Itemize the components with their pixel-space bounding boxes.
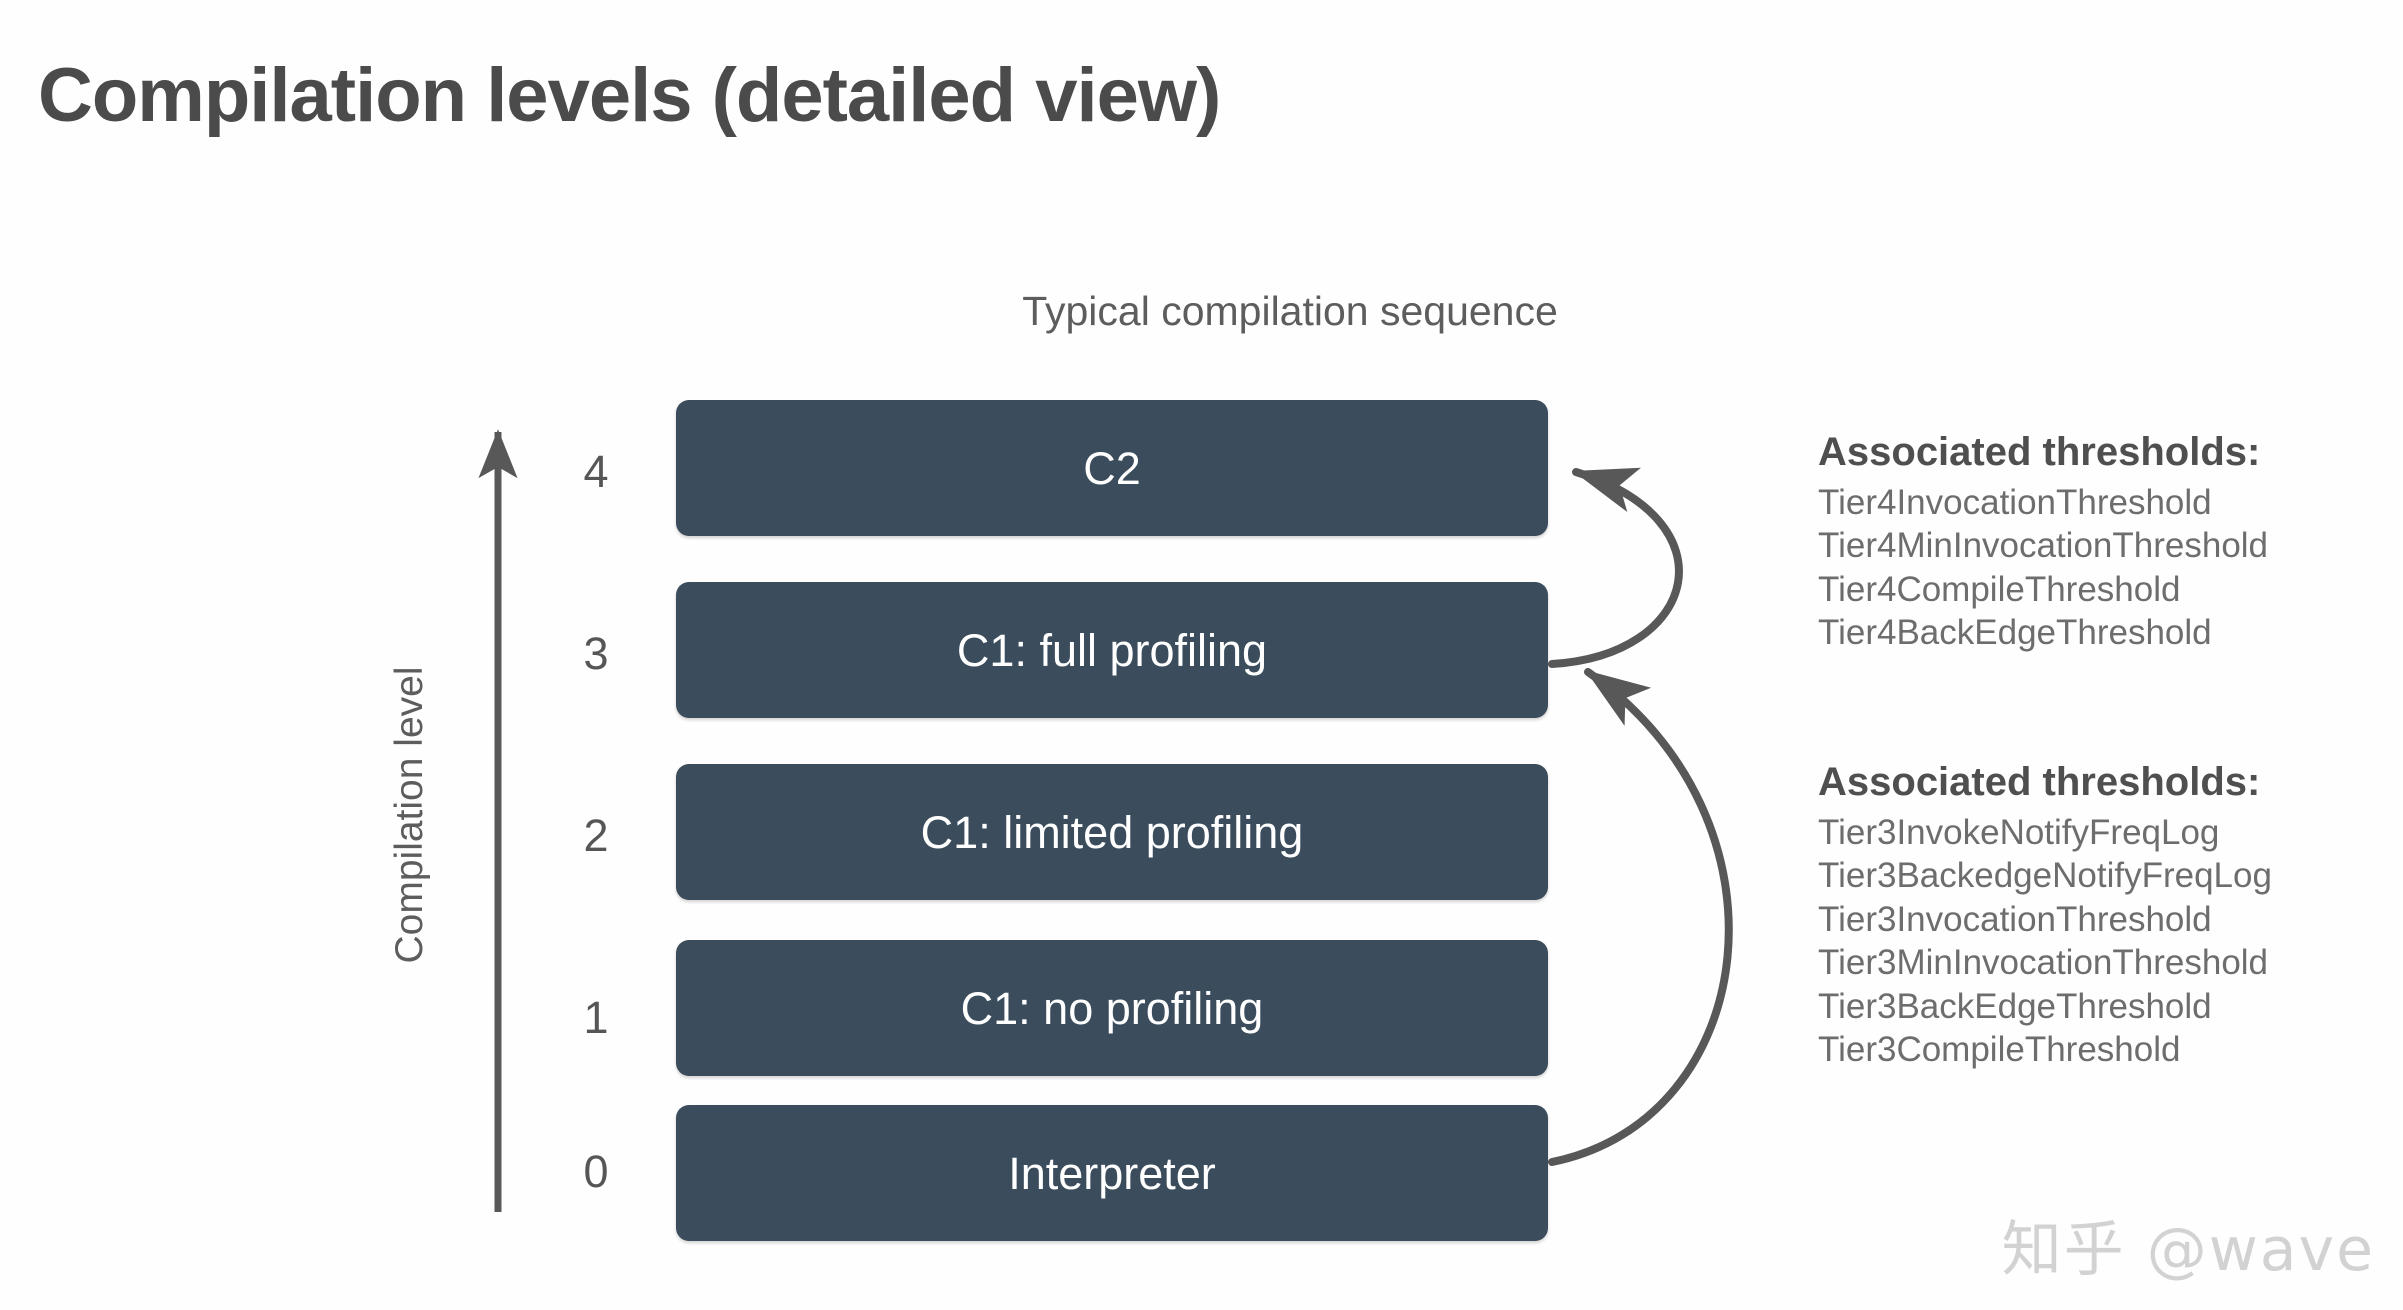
axis-label: Compilation level bbox=[388, 666, 431, 964]
arrow-level3-to-level4 bbox=[1548, 467, 1683, 668]
level-box-c1-no-profiling[interactable]: C1: no profiling bbox=[676, 940, 1548, 1076]
threshold-item: Tier3MinInvocationThreshold bbox=[1818, 943, 2269, 983]
level-box-c1-limited-profiling[interactable]: C1: limited profiling bbox=[676, 764, 1548, 900]
threshold-item: Tier4InvocationThreshold bbox=[1818, 483, 2212, 522]
threshold-item: Tier4MinInvocationThreshold bbox=[1818, 526, 2269, 566]
threshold-heading: Associated thresholds: bbox=[1818, 760, 2261, 804]
level-box-c1-full-profiling[interactable]: C1: full profiling bbox=[676, 582, 1548, 718]
threshold-item: Tier3CompileThreshold bbox=[1818, 1029, 2181, 1069]
level-number-1: 1 bbox=[583, 992, 609, 1043]
level-number-2: 2 bbox=[583, 810, 609, 861]
level-box-interpreter[interactable]: Interpreter bbox=[676, 1105, 1548, 1241]
watermark: 知乎 @wave bbox=[2001, 1215, 2375, 1285]
threshold-heading: Associated thresholds: bbox=[1818, 430, 2261, 474]
level-number-0: 0 bbox=[583, 1146, 609, 1197]
level-box-label: C1: limited profiling bbox=[920, 806, 1304, 858]
level-box-label: C2 bbox=[1083, 442, 1141, 494]
page-title: Compilation levels (detailed view) bbox=[38, 53, 1221, 138]
threshold-item: Tier3BackEdgeThreshold bbox=[1818, 986, 2212, 1026]
level-box-label: Interpreter bbox=[1008, 1147, 1216, 1199]
threshold-item: Tier3BackedgeNotifyFreqLog bbox=[1818, 856, 2272, 896]
threshold-block-tier4: Associated thresholds: Tier4InvocationTh… bbox=[1818, 430, 2268, 655]
threshold-item: Tier3InvokeNotifyFreqLog bbox=[1818, 813, 2220, 852]
level-box-label: C1: no profiling bbox=[960, 982, 1264, 1034]
threshold-item: Tier3InvocationThreshold bbox=[1818, 899, 2212, 939]
level-box-label: C1: full profiling bbox=[956, 624, 1268, 676]
sequence-caption: Typical compilation sequence bbox=[1022, 288, 1558, 334]
level-number-3: 3 bbox=[583, 628, 609, 679]
threshold-block-tier3: Associated thresholds: Tier3InvokeNotify… bbox=[1818, 760, 2272, 1071]
threshold-item: Tier4CompileThreshold bbox=[1818, 569, 2181, 609]
arrow-level0-to-level3 bbox=[1548, 668, 1733, 1166]
level-box-c2[interactable]: C2 bbox=[676, 400, 1548, 536]
threshold-item: Tier4BackEdgeThreshold bbox=[1818, 613, 2212, 653]
level-number-4: 4 bbox=[583, 446, 609, 497]
